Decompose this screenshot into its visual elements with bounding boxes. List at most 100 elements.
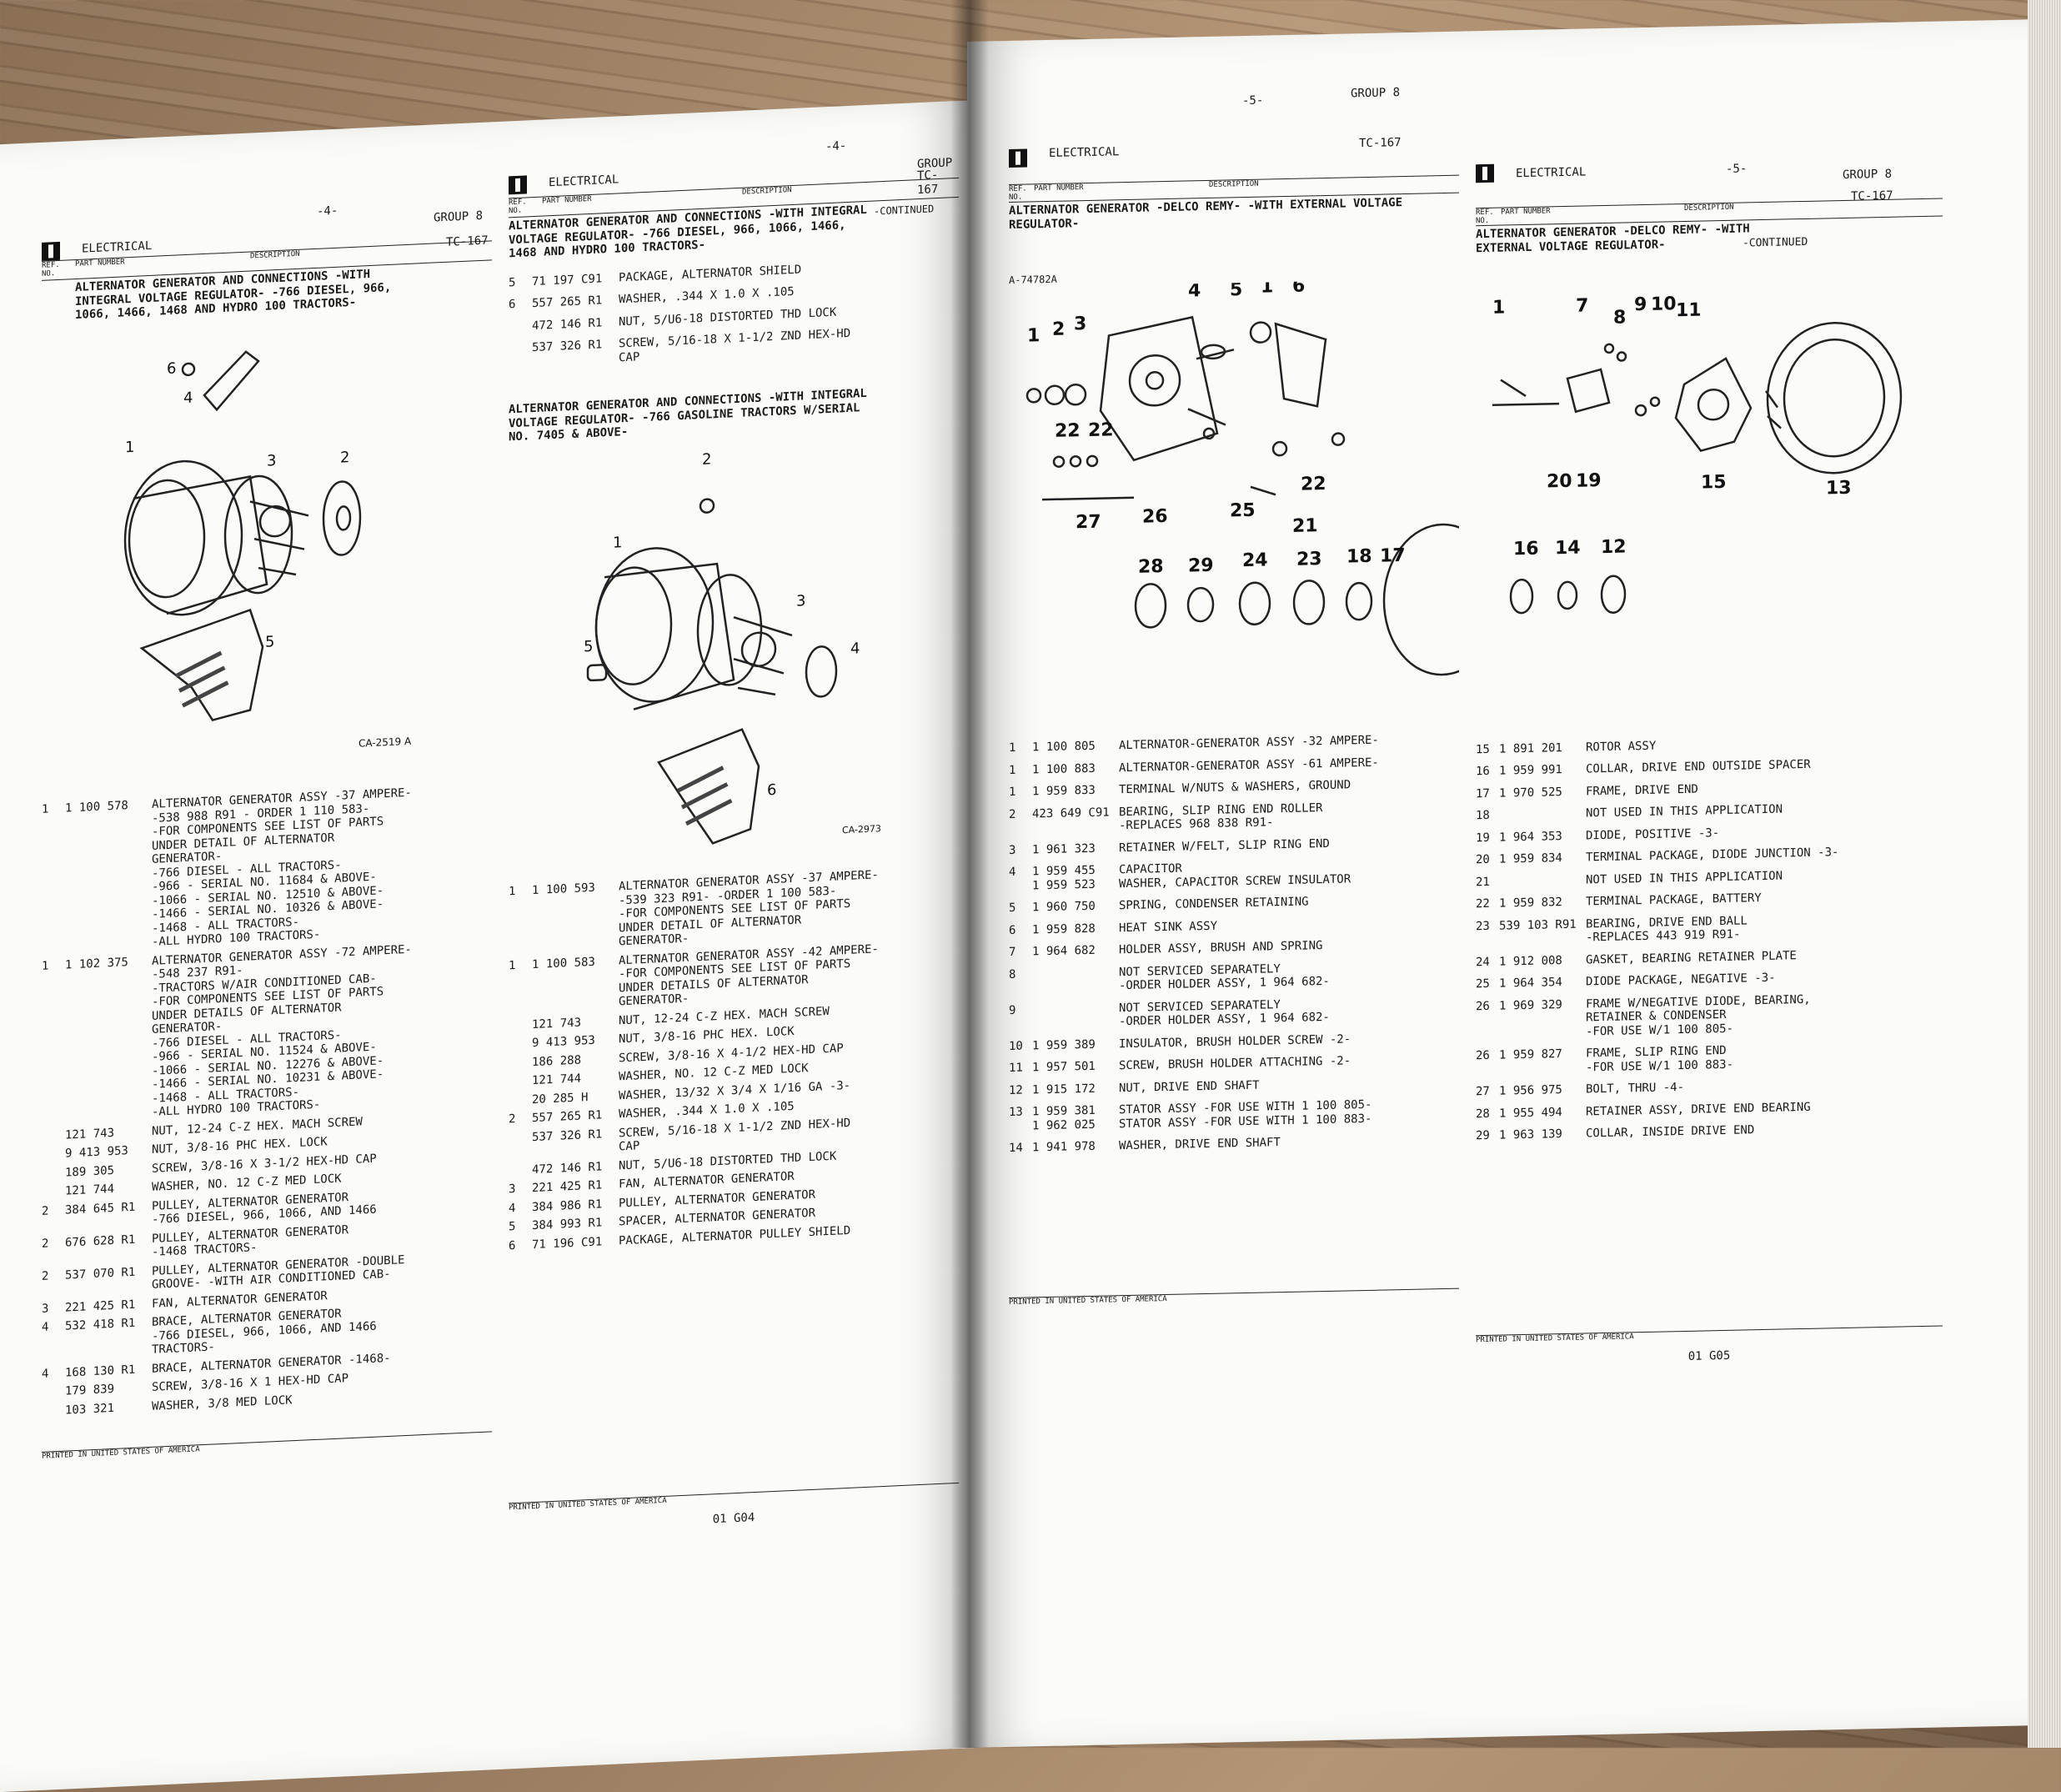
part-number: 1 912 008 <box>1499 953 1562 969</box>
page-number: -5- <box>1242 93 1264 108</box>
ref-number: 11 <box>1009 1061 1023 1075</box>
ref-number: 16 <box>1476 764 1490 779</box>
part-number: 189 305 <box>65 1163 115 1180</box>
group-label: GROUP 8 <box>1351 86 1401 101</box>
figure-callouts: 1 2 3 4 5 1 6 22 22 27 26 25 21 22 28 29… <box>1027 275 1406 577</box>
ih-logo-icon <box>42 241 60 261</box>
ref-number: 1 <box>509 958 516 972</box>
part-number: 537 070 R1 <box>65 1265 136 1283</box>
ref-number: 6 <box>509 298 516 312</box>
callout: 26 <box>1142 505 1168 527</box>
part-number: 221 425 R1 <box>65 1298 136 1315</box>
rotor-assy <box>1674 357 1753 452</box>
callout: 5 <box>265 633 274 651</box>
ih-logo-icon <box>1009 148 1027 168</box>
section-label: ELECTRICAL <box>82 238 153 256</box>
callout: 4 <box>1188 280 1201 301</box>
part-number: 1 969 329 <box>1499 997 1562 1013</box>
gasket <box>1238 581 1271 625</box>
ref-number: 14 <box>1009 1141 1023 1155</box>
ref-number: 28 <box>1476 1107 1490 1121</box>
ref-number: 5 <box>1009 901 1016 915</box>
negative-diode <box>1187 407 1226 426</box>
washer-part <box>699 497 715 514</box>
ref-number <box>42 1185 65 1200</box>
alternator-housing <box>594 546 715 703</box>
col-part-label: PART NUMBER <box>542 194 592 206</box>
ref-number: 4 <box>42 1320 49 1334</box>
figure-callouts: 6 4 1 3 2 5 CA-2519 A <box>125 359 412 749</box>
figure-callouts: 1 7 8 9 10 11 20 19 15 13 16 14 12 <box>1492 294 1852 560</box>
diode-junction <box>1500 379 1527 398</box>
part-description: ALTERNATOR-GENERATOR ASSY -61 AMPERE- <box>1119 755 1379 775</box>
col-ref-label: REF. NO. <box>42 260 60 279</box>
brace-part <box>203 349 260 411</box>
part-number: 1 915 172 <box>1032 1082 1096 1097</box>
ih-logo-icon <box>1476 163 1494 183</box>
book-gutter <box>950 0 989 1748</box>
heat-sink <box>1274 321 1327 408</box>
part-number: 1 961 323 <box>1032 841 1096 856</box>
part-number: 1 957 501 <box>1032 1059 1096 1075</box>
part-number: 1 941 978 <box>1032 1139 1096 1155</box>
retainer-assy <box>1134 582 1167 629</box>
page5-column-b: ELECTRICAL -5- GROUP 8 TC-167 REF. NO. P… <box>1476 154 1943 1368</box>
callout: 4 <box>850 640 860 658</box>
ref-number: 23 <box>1476 919 1490 933</box>
continued-label: -CONTINUED <box>1743 235 1808 250</box>
callout: 6 <box>1292 278 1305 296</box>
part-number: 1 100 578 <box>65 799 128 816</box>
ref-number: 3 <box>1009 843 1016 857</box>
part-number: 71 197 C91 <box>532 271 603 289</box>
part-number: 384 645 R1 <box>65 1200 136 1217</box>
screw-head <box>1649 396 1661 407</box>
drive-end-washer <box>1557 580 1578 610</box>
part-number: 1 959 834 <box>1499 851 1562 866</box>
part-number: 1 959 828 <box>1032 921 1096 936</box>
shield-part <box>657 727 760 845</box>
brush-holder <box>1566 368 1611 414</box>
part-description: NOT USED IN THIS APPLICATION <box>1586 869 1783 886</box>
col-part-label: PART NUMBER <box>1034 183 1084 193</box>
callout: 1 <box>1492 297 1505 318</box>
part-number: 423 649 C91 <box>1032 805 1110 821</box>
part-description: TERMINAL W/NUTS & WASHERS, GROUND <box>1119 778 1351 797</box>
ref-number: 9 <box>1009 1003 1016 1017</box>
part-description: NOT SERVICED SEPARATELY -ORDER HOLDER AS… <box>1119 997 1330 1029</box>
part-description: HEAT SINK ASSY <box>1119 919 1218 935</box>
alternator-gasoline-figure: 1 2 3 4 5 6 CA-2973 <box>584 450 881 845</box>
part-description: ALTERNATOR GENERATOR ASSY -42 AMPERE- -F… <box>619 941 879 1009</box>
insulator <box>1634 404 1647 417</box>
part-number: 1 100 805 <box>1032 739 1096 755</box>
condenser-spring <box>1249 320 1272 344</box>
ref-number: 1 <box>509 885 516 899</box>
ground-terminal <box>1025 387 1042 404</box>
ref-number: 18 <box>1476 808 1490 823</box>
callout: 10 <box>1651 294 1677 315</box>
callout: 12 <box>1601 536 1627 558</box>
part-number: 1 959 381 1 962 025 <box>1032 1103 1096 1132</box>
part-number: 121 744 <box>65 1182 115 1198</box>
ref-number <box>42 1128 65 1143</box>
continued-label: -CONTINUED <box>874 203 935 218</box>
part-description: NUT, DRIVE END SHAFT <box>1119 1078 1260 1095</box>
callout: 29 <box>1188 555 1214 576</box>
ref-number: 1 <box>42 802 49 816</box>
ref-number: 3 <box>42 1301 49 1316</box>
callout: 5 <box>584 637 593 655</box>
ref-number: 6 <box>1009 923 1016 937</box>
thru-bolt <box>1042 496 1134 500</box>
part-number: 1 959 389 <box>1032 1037 1096 1052</box>
part-number: 1 964 354 <box>1499 976 1562 991</box>
ref-number: 19 <box>1476 831 1490 845</box>
ref-number <box>509 1074 532 1089</box>
callout: 3 <box>796 592 805 610</box>
part-description: TERMINAL PACKAGE, BATTERY <box>1586 891 1762 909</box>
